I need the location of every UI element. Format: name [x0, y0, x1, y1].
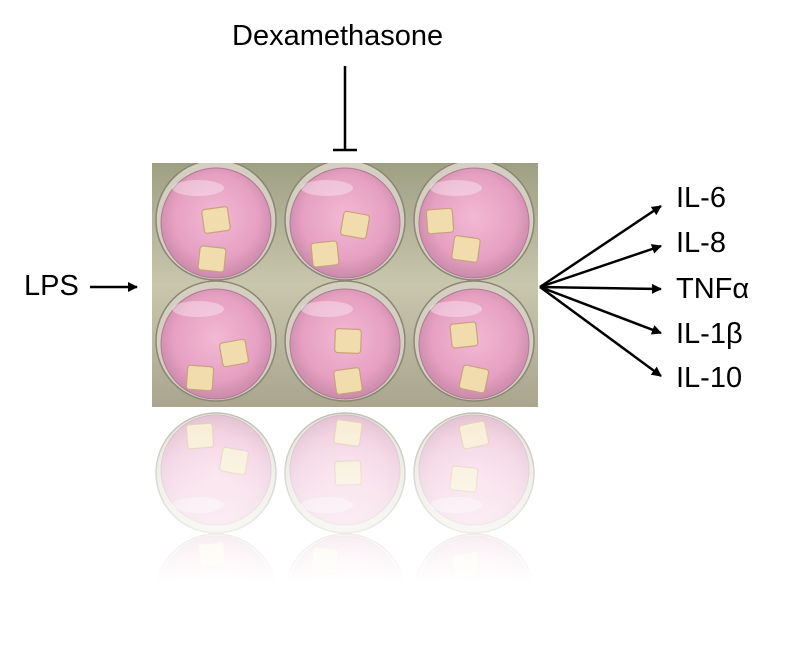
arrow-to-tnfa-icon — [539, 283, 662, 294]
well — [413, 280, 535, 402]
tissue-sample — [185, 422, 215, 450]
tissue-sample — [458, 364, 490, 394]
well-plate-photo — [152, 159, 538, 407]
cytokine-label-il8: IL-8 — [676, 227, 726, 259]
well — [155, 280, 277, 402]
arrow-to-il10-icon — [539, 285, 662, 378]
tissue-sample — [201, 580, 231, 607]
tissue-sample — [310, 546, 340, 574]
tissue-sample — [310, 240, 340, 268]
tissue-sample — [334, 460, 362, 486]
well — [413, 412, 535, 534]
tissue-sample — [339, 574, 371, 604]
tissue-sample — [449, 465, 479, 493]
plate-reflection — [152, 407, 538, 607]
well — [155, 159, 277, 281]
tissue-sample — [218, 446, 250, 476]
well — [284, 159, 406, 281]
tissue-sample — [425, 579, 455, 607]
tissue-sample — [333, 367, 363, 395]
well — [284, 280, 406, 402]
tissue-sample — [333, 419, 363, 447]
tissue-sample — [451, 551, 481, 579]
well-plate-image — [152, 159, 538, 407]
arrow-to-il8-icon — [539, 244, 662, 289]
well — [413, 159, 535, 281]
well — [284, 533, 406, 607]
cytokine-label-tnfa: TNFα — [676, 273, 750, 305]
arrow-to-il1b-icon — [539, 285, 662, 335]
tissue-sample — [185, 364, 215, 392]
tissue-sample — [449, 321, 479, 349]
stimulus-label: LPS — [24, 270, 79, 302]
treatment-label: Dexamethasone — [232, 20, 444, 52]
arrow-to-il6-icon — [539, 204, 662, 289]
tissue-sample — [425, 207, 455, 235]
tissue-sample — [197, 541, 227, 569]
cytokine-label-il10: IL-10 — [676, 362, 743, 394]
tissue-sample — [339, 210, 371, 240]
well — [284, 412, 406, 534]
cytokine-label-il1b: IL-1β — [676, 318, 743, 350]
well — [155, 533, 277, 607]
tissue-sample — [334, 328, 362, 354]
well — [155, 412, 277, 534]
tissue-sample — [451, 235, 481, 263]
tissue-sample — [218, 338, 250, 368]
plate-reflection-image — [152, 407, 538, 607]
well — [413, 533, 535, 607]
cytokine-label-il6: IL-6 — [676, 182, 726, 214]
tissue-sample — [201, 206, 231, 234]
inhibition-bar-icon — [333, 66, 357, 152]
tissue-sample — [458, 420, 490, 450]
tissue-sample — [197, 245, 227, 273]
